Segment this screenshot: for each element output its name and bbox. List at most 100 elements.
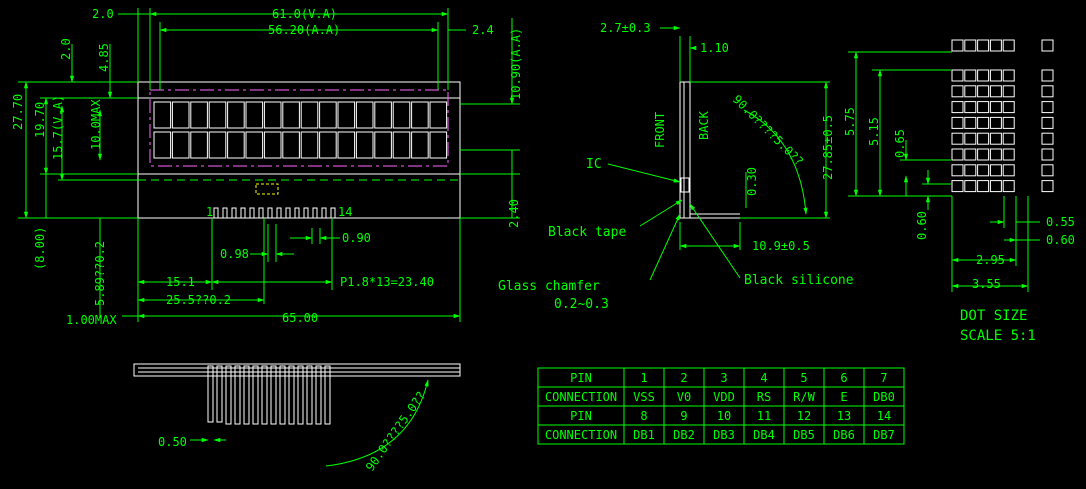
table-cell: 9	[680, 409, 687, 423]
dot-cell	[951, 101, 964, 114]
dim-pin-width: 0.98	[220, 247, 249, 261]
dot-cell	[989, 148, 1002, 161]
front-pin	[321, 207, 327, 219]
table-cell: V0	[677, 390, 691, 404]
table-cell: VDD	[713, 390, 735, 404]
character-cell	[282, 131, 300, 159]
dot-cell	[977, 148, 990, 161]
dot-cell	[1041, 116, 1054, 129]
dim-overall-height: 27.70	[11, 94, 25, 130]
dot-cell	[989, 116, 1002, 129]
dot-cell	[1041, 39, 1054, 52]
character-cell	[227, 131, 245, 159]
bottom-pin	[207, 365, 214, 423]
front-pins	[213, 207, 336, 219]
table-cell: PIN	[570, 371, 592, 385]
character-cell	[153, 131, 172, 159]
table-cell: 12	[797, 409, 811, 423]
table-cell: 14	[877, 409, 891, 423]
dot-cell	[977, 180, 990, 193]
front-pin	[213, 207, 219, 219]
dot-cell	[977, 116, 990, 129]
bottom-pin	[216, 365, 223, 423]
side-view	[607, 25, 830, 281]
dot-cell	[1002, 39, 1015, 52]
character-cell	[153, 101, 172, 129]
character-cell	[411, 131, 429, 159]
dot-cell	[1002, 180, 1015, 193]
dim-dot-gap: 0.60	[915, 211, 929, 240]
dot-cell	[989, 132, 1002, 145]
dot-cell	[989, 180, 1002, 193]
dot-size-scale: SCALE 5:1	[960, 328, 1036, 344]
dot-cell	[964, 101, 977, 114]
dot-size-title: DOT SIZE	[960, 308, 1027, 324]
bottom-outline	[133, 363, 461, 377]
bottom-pin	[243, 365, 250, 425]
character-cell	[374, 101, 392, 129]
dim-pin-thickness: 0.50	[158, 435, 187, 449]
dot-cell	[977, 101, 990, 114]
dot-top-row	[951, 39, 1054, 52]
character-cell	[429, 131, 448, 159]
dim-lower-offset: 5.89??0.2	[93, 241, 107, 306]
character-cell	[337, 101, 356, 129]
dim-bottom-offset: (8.00)	[33, 227, 47, 270]
dot-cell	[989, 101, 1002, 114]
dim-pin-start: 15.1	[166, 275, 195, 289]
front-pin	[294, 207, 300, 219]
dot-cell	[964, 116, 977, 129]
dot-cell	[1041, 101, 1054, 114]
dim-thickness-small: 1.10	[700, 41, 729, 55]
front-pin	[249, 207, 255, 219]
dim-left-offset: 2.0	[92, 7, 114, 21]
dim-dot-width-inner: 2.95	[976, 253, 1005, 267]
dot-cell	[1002, 132, 1015, 145]
label-black-tape: Black tape	[548, 225, 626, 240]
dot-cell	[1002, 101, 1015, 114]
dot-cell	[1002, 85, 1015, 98]
table-cell: E	[840, 390, 847, 404]
dim-glass-top: 4.85	[97, 43, 111, 72]
dot-cell	[989, 85, 1002, 98]
dot-cell	[1041, 132, 1054, 145]
character-cell	[171, 101, 190, 129]
table-cell: DB5	[793, 428, 815, 442]
front-pin	[267, 207, 273, 219]
character-cell	[411, 101, 429, 129]
character-cell	[227, 101, 245, 129]
dim-dot-gap-right: 0.60	[1046, 233, 1075, 247]
dot-cell	[964, 180, 977, 193]
character-cell	[355, 101, 374, 129]
dot-cell	[951, 116, 964, 129]
dot-cell	[1041, 180, 1054, 193]
character-cell	[208, 101, 227, 129]
dot-cell	[1041, 85, 1054, 98]
character-cell	[190, 101, 208, 129]
front-pin	[312, 207, 318, 219]
dot-cell	[989, 69, 1002, 82]
dim-thickness-top: 2.7±0.3	[600, 21, 651, 35]
dot-cell	[964, 39, 977, 52]
dot-cell	[1002, 148, 1015, 161]
character-cell	[263, 131, 282, 159]
character-cell	[300, 131, 319, 159]
table-cell: 3	[720, 371, 727, 385]
dim-dot-width: 0.55	[1046, 215, 1075, 229]
dot-side-column	[1041, 69, 1054, 193]
dim-right-offset: 2.4	[472, 23, 494, 37]
dot-cell	[977, 85, 990, 98]
table-cell: DB2	[673, 428, 695, 442]
bottom-pin	[279, 365, 286, 425]
character-cell	[392, 131, 411, 159]
label-front: FRONT	[653, 112, 667, 148]
viewing-area-outline	[149, 89, 449, 167]
table-cell: DB3	[713, 428, 735, 442]
bottom-pin	[252, 365, 259, 425]
table-cell: 8	[640, 409, 647, 423]
table-cell: DB6	[833, 428, 855, 442]
dot-cell	[951, 39, 964, 52]
table-cell: DB4	[753, 428, 775, 442]
